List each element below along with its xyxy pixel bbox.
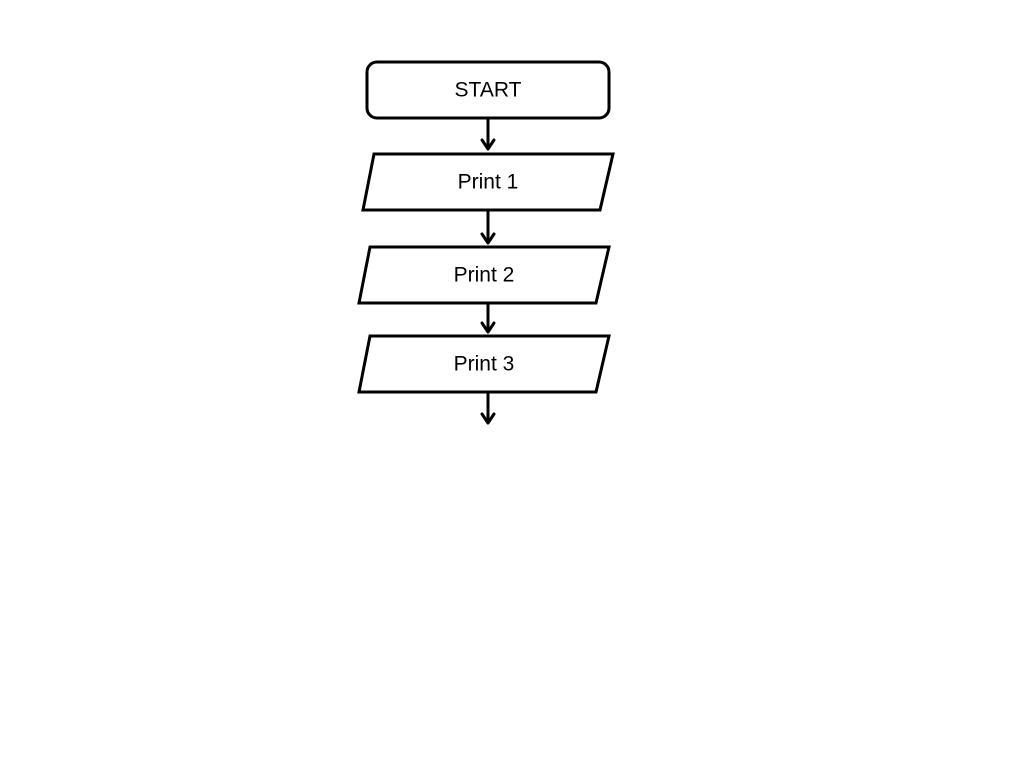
arrowhead — [480, 232, 496, 245]
parallelogram-shape — [357, 334, 611, 394]
arrowhead — [480, 321, 496, 334]
node-start-label: START — [455, 79, 522, 102]
arrowhead — [480, 412, 496, 425]
parallelogram-shape — [361, 152, 615, 212]
terminator-shape — [365, 60, 611, 120]
node-start: START — [365, 60, 611, 120]
arrowhead — [480, 138, 496, 151]
node-print3: Print 3 — [357, 334, 611, 394]
node-print1: Print 1 — [361, 152, 615, 212]
node-print3-label: Print 3 — [454, 353, 515, 376]
edge-print2-print3 — [480, 304, 496, 334]
parallelogram-shape — [357, 245, 611, 305]
edge-print1-print2 — [480, 211, 496, 245]
node-print1-label: Print 1 — [458, 171, 519, 194]
edge-start-print1 — [480, 119, 496, 151]
edge-print3-out — [480, 393, 496, 425]
node-print2: Print 2 — [357, 245, 611, 305]
node-print2-label: Print 2 — [454, 264, 515, 287]
